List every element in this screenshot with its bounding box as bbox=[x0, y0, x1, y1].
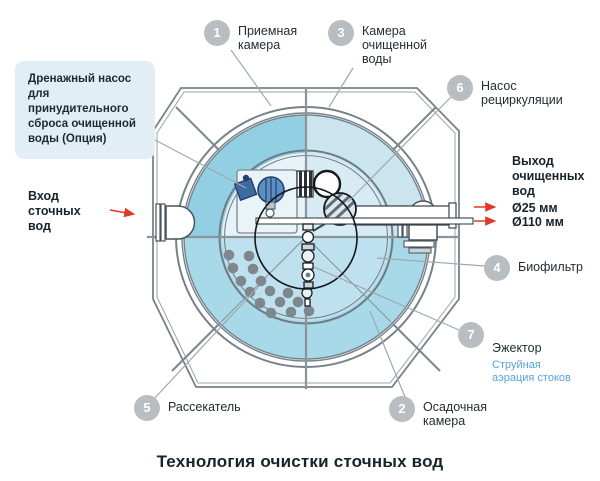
leader-3 bbox=[328, 67, 354, 108]
callout-label: Рассекатель bbox=[168, 400, 241, 414]
step-badge-2: 2 bbox=[389, 396, 415, 422]
inner-process-circle bbox=[254, 186, 358, 290]
manhole-circle bbox=[312, 169, 342, 199]
inlet-arrow-icon bbox=[109, 207, 136, 218]
callout-clean-water-chamber: 3 Камера очищенной воды bbox=[328, 20, 442, 66]
callout-label: Осадочная камера bbox=[423, 400, 488, 428]
outlet-label: Выход очищенных вод bbox=[512, 154, 585, 198]
flow-arrows bbox=[109, 202, 497, 226]
callout-label: Насос рециркуляции bbox=[481, 79, 563, 107]
drainage-pump-note: Дренажный насос для принудительного сбро… bbox=[15, 61, 155, 159]
pipe-coupling bbox=[296, 169, 342, 199]
ejector-assembly-icon bbox=[301, 223, 315, 307]
page-title: Технология очистки сточных вод bbox=[156, 452, 444, 471]
step-badge-6: 6 bbox=[447, 75, 473, 101]
callout-label: Биофильтр bbox=[518, 260, 583, 274]
callout-label: Эжектор Струйная аэрация стоков bbox=[492, 327, 584, 399]
leader-drainage-pump bbox=[139, 131, 247, 189]
callout-recirculation-pump: 6 Насос рециркуляции bbox=[447, 75, 579, 107]
callout-label: Приемная камера bbox=[238, 24, 298, 52]
inlet-pipe-assembly bbox=[155, 203, 196, 242]
outlet-pipe-110-label: Ø110 мм bbox=[512, 215, 564, 229]
small-pipe bbox=[255, 217, 474, 225]
step-badge-7: 7 bbox=[458, 322, 484, 348]
callout-ejector: 7 Эжектор Струйная аэрация стоков bbox=[458, 322, 584, 399]
diffuser-holes bbox=[223, 249, 315, 319]
leader-7 bbox=[313, 266, 460, 331]
outlet-pipe-25-label: Ø25 мм bbox=[512, 201, 558, 215]
leader-lines bbox=[139, 49, 486, 401]
step-badge-5: 5 bbox=[134, 395, 160, 421]
step-badge-4: 4 bbox=[484, 255, 510, 281]
leader-5 bbox=[152, 285, 260, 401]
callout-label: Камера очищенной воды bbox=[362, 24, 428, 66]
leader-4 bbox=[376, 257, 486, 267]
step-badge-3: 3 bbox=[328, 20, 354, 46]
leader-6 bbox=[347, 96, 452, 203]
leader-1 bbox=[230, 49, 272, 107]
inlet-label: Вход сточных вод bbox=[28, 189, 81, 233]
callout-sediment-chamber: 2 Осадочная камера bbox=[389, 396, 509, 428]
ejector-label: Эжектор bbox=[492, 341, 542, 355]
leader-2 bbox=[369, 310, 406, 398]
callout-receiving-chamber: 1 Приемная камера bbox=[204, 20, 316, 52]
ejector-subtext: Струйная аэрация стоков bbox=[492, 359, 571, 384]
callout-diffuser: 5 Рассекатель bbox=[134, 395, 264, 421]
step-badge-1: 1 bbox=[204, 20, 230, 46]
callout-biofilter: 4 Биофильтр bbox=[484, 255, 600, 281]
corner-ticks bbox=[171, 106, 441, 372]
